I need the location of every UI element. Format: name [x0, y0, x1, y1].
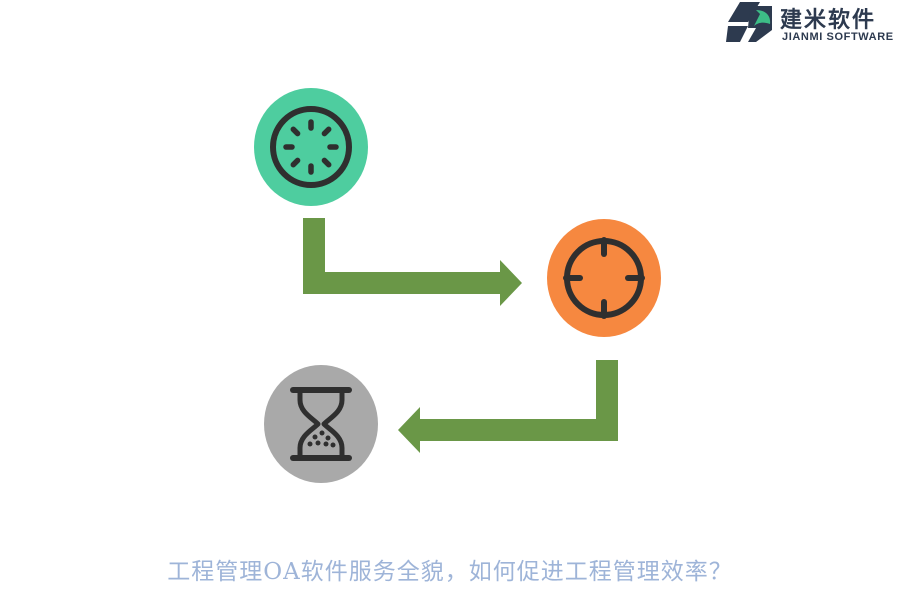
page-caption: 工程管理OA软件服务全貌，如何促进工程管理效率？: [167, 559, 733, 585]
loading-icon: [270, 106, 352, 188]
step-1-circle: [254, 88, 368, 206]
step-3-circle: [264, 365, 378, 483]
arrow-step1-to-step2: [303, 218, 522, 306]
logo-mark-icon: [726, 2, 772, 42]
arrow-step2-to-step3: [398, 360, 618, 453]
logo-chinese-name: 建米软件: [780, 8, 877, 33]
brand-logo: 建米软件 JIANMI SOFTWARE: [726, 0, 900, 46]
step-2-circle: [547, 219, 661, 337]
hourglass-icon: [290, 387, 352, 461]
logo-english-name: JIANMI SOFTWARE: [782, 31, 894, 43]
crosshair-icon: [563, 237, 645, 319]
